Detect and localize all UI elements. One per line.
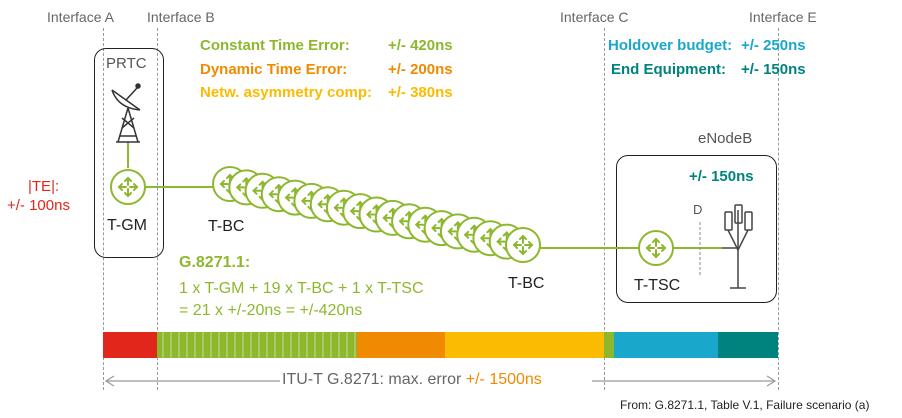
interface-b-label: Interface B (147, 9, 215, 25)
interface-c-line (604, 28, 605, 390)
source-note: From: G.8271.1, Table V.1, Failure scena… (620, 398, 870, 412)
tbc-left-label: T-BC (208, 218, 245, 235)
prtc-antenna-icon (111, 83, 141, 143)
interface-a-label: Interface A (47, 9, 114, 25)
total-error-label: ITU-T G.8271: max. error +/- 1500ns (282, 371, 542, 389)
total-error-text: ITU-T G.8271: max. error (282, 371, 466, 388)
tbc-router-icon (505, 227, 541, 263)
interface-e-line (778, 28, 779, 390)
error-bar-segment-end-equipment (718, 332, 778, 358)
error-budget-bar (103, 332, 778, 358)
error-bar-segment-dynamic-time-error (357, 332, 445, 358)
interface-e-label: Interface E (749, 9, 817, 25)
ttsc-router-icon (638, 230, 674, 266)
error-bar-segment-constant-time-error (157, 332, 357, 358)
tbc-right-label: T-BC (508, 275, 545, 292)
total-error-arrow (104, 375, 777, 387)
te-label: |TE|: (28, 178, 60, 195)
tgm-router-icon (110, 169, 146, 205)
dte-label: Dynamic Time Error: (200, 61, 348, 78)
g82711-line2: = 21 x +/-20ns = +/-420ns (179, 302, 363, 319)
interface-c-label: Interface C (560, 9, 629, 25)
g82711-line1: 1 x T-GM + 19 x T-BC + 1 x T-TSC (179, 280, 424, 297)
interface-a-line (103, 28, 104, 390)
te-value: +/- 100ns (7, 197, 70, 214)
error-bar-segment-asymmetry (445, 332, 604, 358)
error-bar-segment-holdover (614, 332, 718, 358)
tbc-chain (212, 166, 541, 263)
g82711-title: G.8271.1: (179, 254, 251, 271)
end-equipment-value: +/- 150ns (741, 61, 806, 78)
asym-label: Netw. asymmetry comp: (200, 84, 373, 101)
enodeb-box (616, 155, 777, 303)
tgm-label: T-GM (107, 217, 147, 234)
dte-value: +/- 200ns (388, 61, 453, 78)
d-label: D (693, 202, 703, 217)
error-bar-segment-gap (604, 332, 614, 358)
enodeb-label: eNodeB (698, 130, 753, 147)
cte-label: Constant Time Error: (200, 37, 350, 54)
prtc-box (94, 48, 164, 258)
asym-value: +/- 380ns (388, 84, 453, 101)
error-bar-segment-prtc (103, 332, 157, 358)
enodeb-error-value: +/- 150ns (689, 168, 754, 185)
ttsc-label: T-TSC (634, 277, 681, 294)
interface-b-line (157, 28, 158, 390)
holdover-value: +/- 250ns (741, 37, 806, 54)
cte-value: +/- 420ns (388, 37, 453, 54)
prtc-label: PRTC (106, 55, 147, 72)
total-error-value: +/- 1500ns (465, 371, 542, 388)
end-equipment-label: End Equipment: (611, 61, 726, 78)
enodeb-antenna-icon (722, 204, 753, 289)
holdover-label: Holdover budget: (608, 37, 733, 54)
